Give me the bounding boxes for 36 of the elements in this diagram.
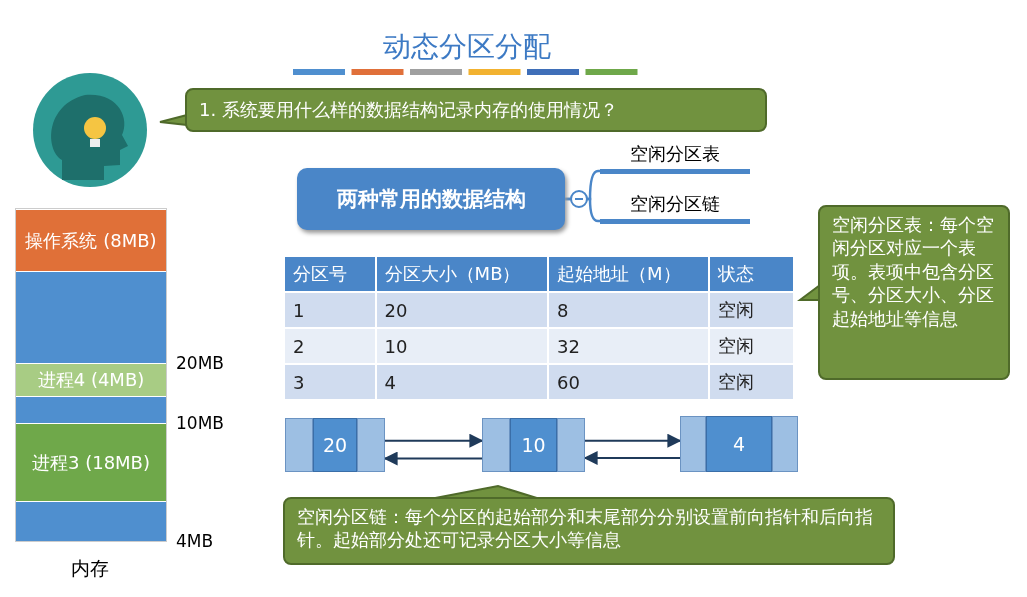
pointer-arrow xyxy=(384,433,484,448)
table-cell: 4 xyxy=(375,364,549,400)
speech-callout: 1. 系统要用什么样的数据结构记录内存的使用情况？ xyxy=(185,88,767,132)
title: 动态分区分配 xyxy=(382,29,552,65)
table-cell: 空闲 xyxy=(709,364,794,400)
header-cell: 分区大小（MB） xyxy=(375,256,549,292)
size-label: 10MB xyxy=(176,413,224,433)
size-label: 4MB xyxy=(176,531,214,551)
memory-block: 操作系统 (8MB) xyxy=(16,209,166,271)
size-label: 20MB xyxy=(176,353,224,373)
size-value-cell: 10 xyxy=(510,418,557,472)
table-cell: 2 xyxy=(284,328,376,364)
node-label: 内存 xyxy=(70,556,110,581)
memory-block: 进程4 (4MB) xyxy=(16,363,166,396)
table-cell: 8 xyxy=(548,292,710,328)
header-cell: 起始地址（M） xyxy=(548,256,710,292)
pointer-arrow xyxy=(583,451,681,465)
branch-topic: 空闲分区表 xyxy=(600,140,750,174)
branch-topic: 空闲分区链 xyxy=(600,190,750,224)
pointer-arrow xyxy=(383,451,483,466)
table-cell: 20 xyxy=(375,292,549,328)
pointer-arrow xyxy=(584,433,682,448)
size-value-cell: 20 xyxy=(313,418,357,472)
table-cell: 1 xyxy=(284,292,376,328)
memory-block: 进程3 (18MB) xyxy=(16,423,166,501)
table-cell: 空闲 xyxy=(709,292,794,328)
topic-box: 两种常用的数据结构 xyxy=(297,168,565,230)
table-cell: 60 xyxy=(548,364,710,400)
table-cell: 3 xyxy=(284,364,376,400)
size-value-cell: 4 xyxy=(706,416,772,472)
table-cell: 10 xyxy=(375,328,549,364)
header-cell: 分区号 xyxy=(284,256,376,292)
speech-callout: 空闲分区表：每个空闲分区对应一个表项。表项中包含分区号、分区大小、分区起始地址等信息 xyxy=(818,205,1010,380)
table-cell: 空闲 xyxy=(709,328,794,364)
header-cell: 状态 xyxy=(709,256,794,292)
table-cell: 32 xyxy=(548,328,710,364)
